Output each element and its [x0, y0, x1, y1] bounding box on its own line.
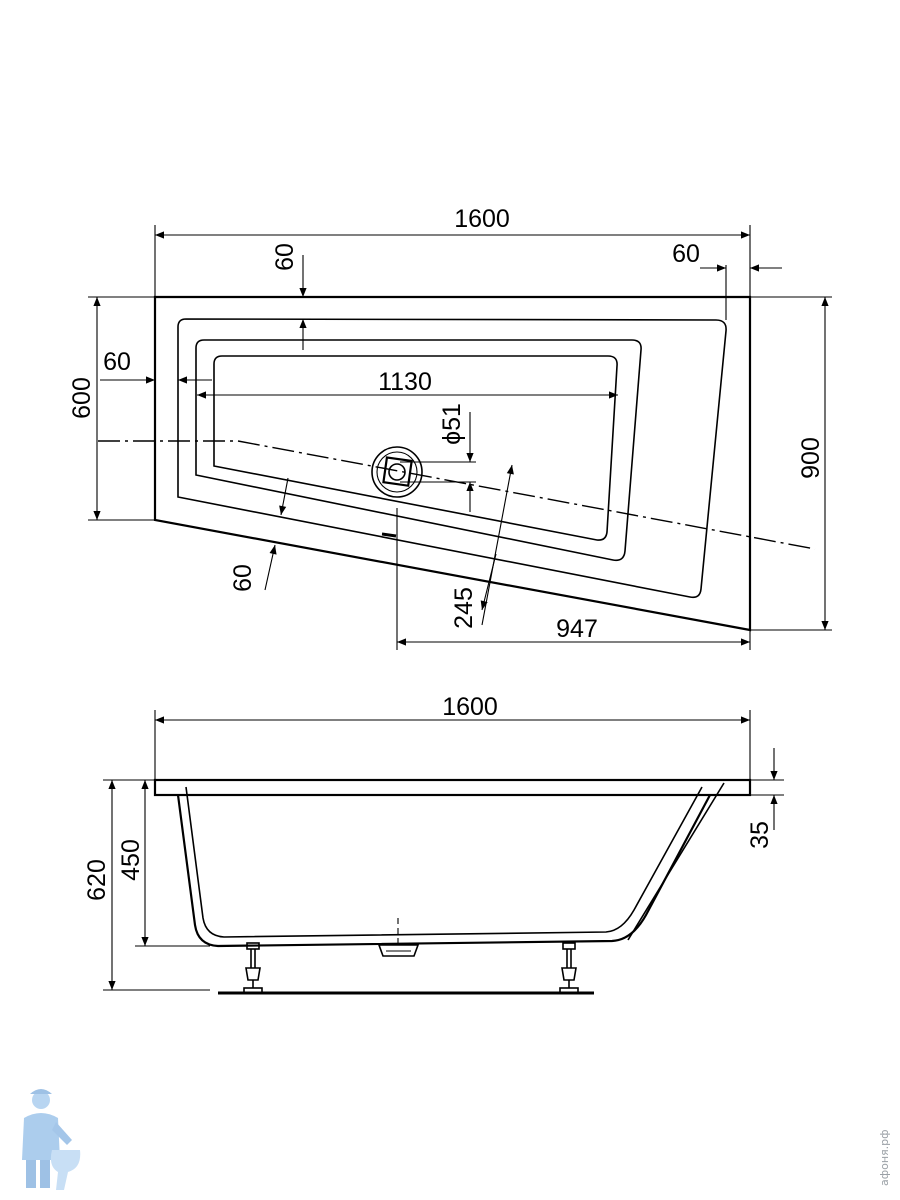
top-view-overflow-mark: [381, 532, 397, 538]
top-view-drain: [371, 446, 423, 498]
dim-label-side-width: 1600: [442, 693, 498, 721]
dim-label-height-left: 600: [68, 377, 96, 419]
dim-label-rim-bottom: 60: [229, 564, 257, 592]
dim-label-width: 1600: [454, 205, 510, 233]
top-view-axis-line: [98, 440, 816, 550]
top-view-basin-inner: [213, 355, 618, 541]
dim-label-drain-offset: 245: [450, 587, 478, 629]
dim-label-rim-thickness: 35: [746, 821, 774, 849]
watermark-site: афоня.рф: [878, 1129, 891, 1186]
side-view-basin-outer: [176, 794, 711, 948]
dim-label-total-height: 620: [83, 859, 111, 901]
dim-label-basin-depth: 450: [117, 839, 145, 881]
side-view-leg-left: [243, 942, 263, 994]
side-view-leg-right: [559, 942, 579, 994]
side-view-drain: [377, 918, 420, 957]
side-view-rim: [153, 778, 752, 797]
dim-label-rim-top: 60: [271, 243, 299, 271]
dim-label-drain-diameter: ϕ51: [438, 403, 466, 445]
dim-label-drain-to-right: 947: [556, 615, 598, 643]
plumber-logo-icon: [22, 1089, 81, 1190]
top-view-basin-outer: [195, 339, 642, 562]
dim-label-rim-right: 60: [672, 240, 700, 268]
dim-label-height-right: 900: [797, 437, 825, 479]
side-view-basin-inner: [185, 786, 703, 938]
dim-label-inner-length: 1130: [378, 368, 432, 396]
top-view-rim-contour: [177, 318, 727, 599]
top-view: 1600 60 60 60 600 900 1130 ϕ51: [68, 205, 832, 650]
dim-label-rim-left: 60: [103, 348, 131, 376]
side-view: 1600: [83, 693, 784, 995]
